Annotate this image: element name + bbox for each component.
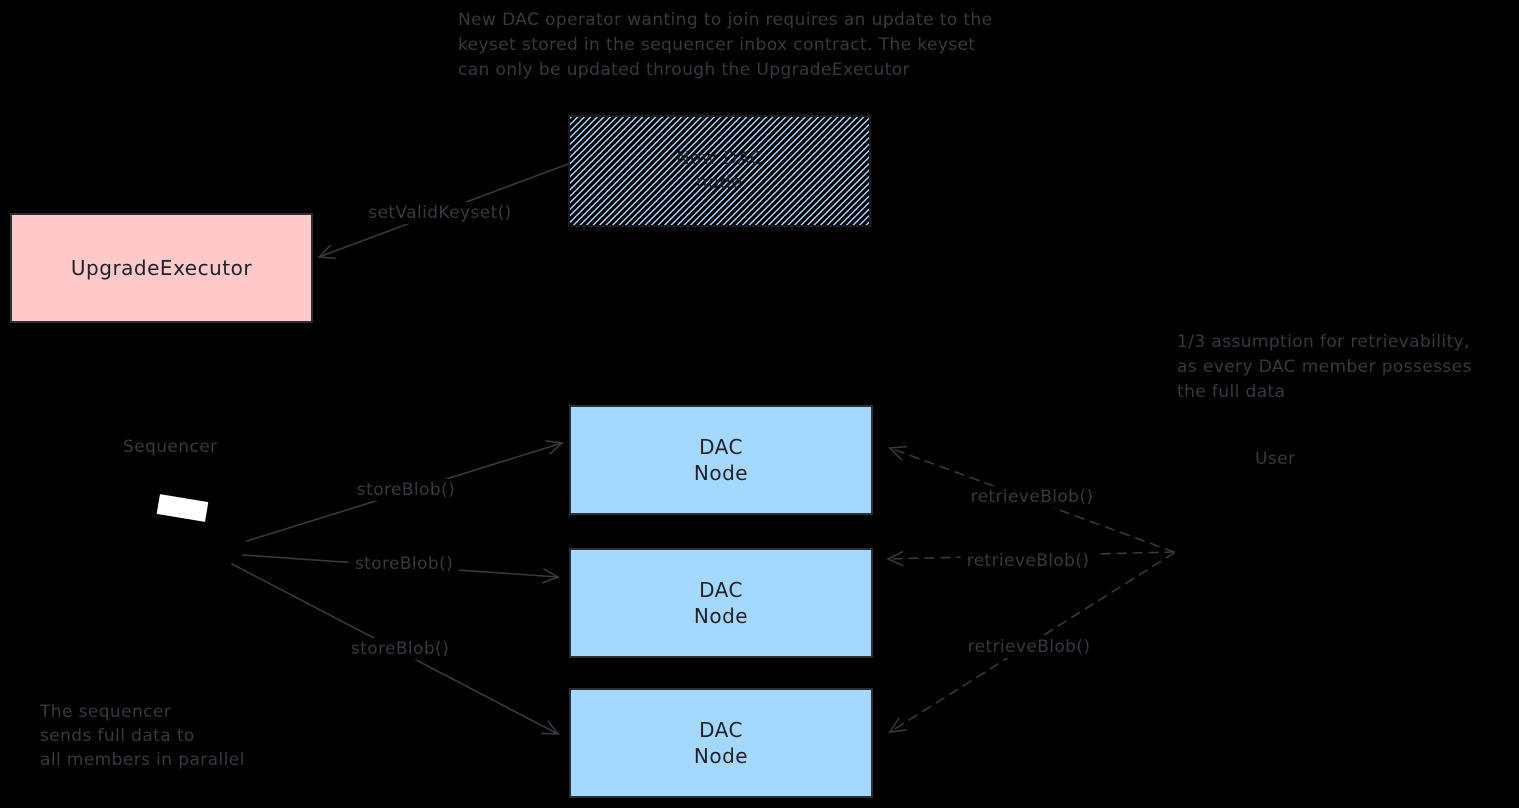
dac-node-box: DAC Node [569, 548, 873, 658]
top-note: New DAC operator wanting to join require… [458, 8, 993, 83]
sequencer-note-line: sends full data to [40, 726, 195, 746]
dac-node-label-line: DAC [699, 435, 743, 459]
retrieve-blob-label: retrieveBlob() [964, 486, 1100, 508]
new-dac-node-label-line: node [696, 172, 743, 193]
dac-node-box: DAC Node [569, 688, 873, 798]
sequencer-note-line: The sequencer [40, 702, 172, 722]
store-blob-label: storeBlob() [350, 479, 462, 501]
retrieve-blob-label: retrieveBlob() [961, 636, 1097, 658]
dac-node-label-line: Node [693, 744, 749, 768]
set-valid-keyset-label: setValidKeyset() [362, 202, 518, 224]
upgrade-executor-box: UpgradeExecutor [10, 213, 313, 323]
dac-node-label-line: DAC [699, 578, 743, 602]
top-note-line: can only be updated through the UpgradeE… [458, 60, 910, 80]
top-note-line: keyset stored in the sequencer inbox con… [458, 35, 976, 55]
top-note-line: New DAC operator wanting to join require… [458, 10, 993, 30]
retrieve-blob-label: retrieveBlob() [960, 550, 1096, 572]
store-blob-label: storeBlob() [348, 553, 460, 575]
sequencer-note-line: all members in parallel [40, 750, 245, 770]
retrievability-note-line: 1/3 assumption for retrievability, [1177, 332, 1470, 352]
dac-node-box: DAC Node [569, 405, 873, 515]
sequencer-label: Sequencer [123, 437, 218, 457]
dac-node-label-line: Node [693, 461, 749, 485]
new-dac-node-label-line: New DAC [676, 148, 763, 169]
store-blob-label: storeBlob() [344, 638, 456, 660]
user-label: User [1255, 449, 1296, 469]
sequencer-note: The sequencer sends full data to all mem… [40, 700, 245, 772]
upgrade-executor-label: UpgradeExecutor [70, 256, 253, 280]
dac-node-label-line: DAC [699, 718, 743, 742]
new-dac-node-box: New DAC node [568, 115, 871, 227]
dac-node-label-line: Node [693, 604, 749, 628]
retrievability-note-line: the full data [1177, 382, 1286, 402]
retrieve-blob-arrow [886, 551, 1175, 567]
retrievability-note-line: as every DAC member possesses [1177, 357, 1472, 377]
retrievability-note: 1/3 assumption for retrievability, as ev… [1177, 330, 1472, 405]
